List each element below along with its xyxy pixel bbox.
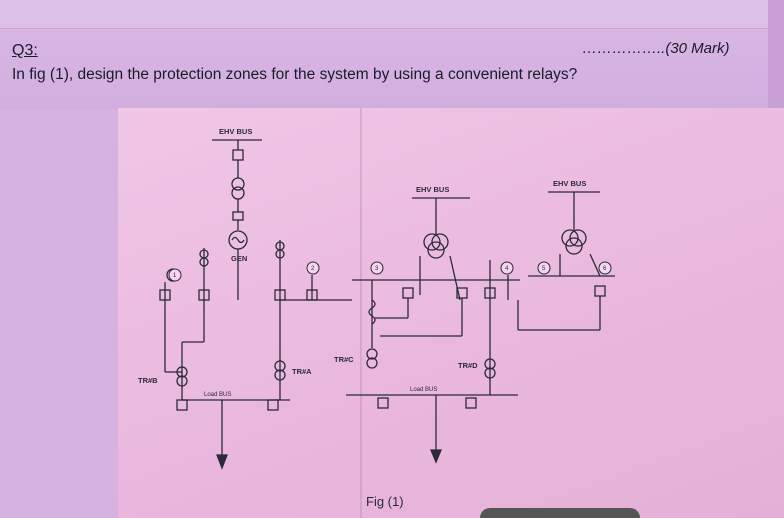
load-bus-right-label: Load BUS: [410, 387, 437, 393]
node-1-label: 1: [173, 273, 177, 279]
transformer-tr-c: [366, 348, 378, 360]
node-5-marker: [537, 261, 551, 275]
paper-fold: [360, 108, 362, 518]
node-3-marker: [370, 261, 384, 275]
ehv-bus-mid-label: EHV BUS: [416, 185, 449, 194]
node-4-label: 4: [505, 266, 509, 272]
node-4-marker: [500, 261, 514, 275]
top-strip: [0, 0, 770, 29]
three-winding-transformer-mid: [423, 233, 441, 251]
marks-label: ……………..(30 Mark): [582, 40, 730, 57]
gen-label: GEN: [231, 254, 247, 263]
node-6-label: 6: [603, 266, 607, 272]
tr-d-label: TR#D: [458, 361, 478, 370]
tr-b-label: TR#B: [138, 376, 158, 385]
load-arrow-left: [216, 454, 228, 470]
ehv-bus-right-label: EHV BUS: [553, 179, 586, 188]
load-bus-left-label: Load BUS: [204, 392, 231, 398]
bottom-object: [480, 508, 640, 518]
load-arrow-right: [430, 449, 442, 464]
transformer-gen: [231, 177, 245, 191]
node-2-label: 2: [311, 266, 315, 272]
tr-a-label: TR#A: [292, 367, 312, 376]
page-edge: [768, 0, 784, 108]
question-number: Q3:: [12, 42, 38, 59]
question-text: In fig (1), design the protection zones …: [12, 66, 578, 83]
transformer-tr-d: [484, 358, 496, 370]
transformer-tr-a: [274, 360, 286, 372]
node-6-marker: [598, 261, 612, 275]
figure-caption: Fig (1): [366, 494, 404, 509]
tr-c-label: TR#C: [334, 355, 354, 364]
diagram-paper: [118, 108, 784, 518]
three-winding-transformer-right: [561, 229, 579, 247]
breaker-left-top: [232, 149, 244, 161]
node-1-marker: [168, 268, 182, 282]
node-3-label: 3: [375, 266, 379, 272]
ehv-bus-left-label: EHV BUS: [219, 127, 252, 136]
node-5-label: 5: [542, 266, 546, 272]
node-2-marker: [306, 261, 320, 275]
